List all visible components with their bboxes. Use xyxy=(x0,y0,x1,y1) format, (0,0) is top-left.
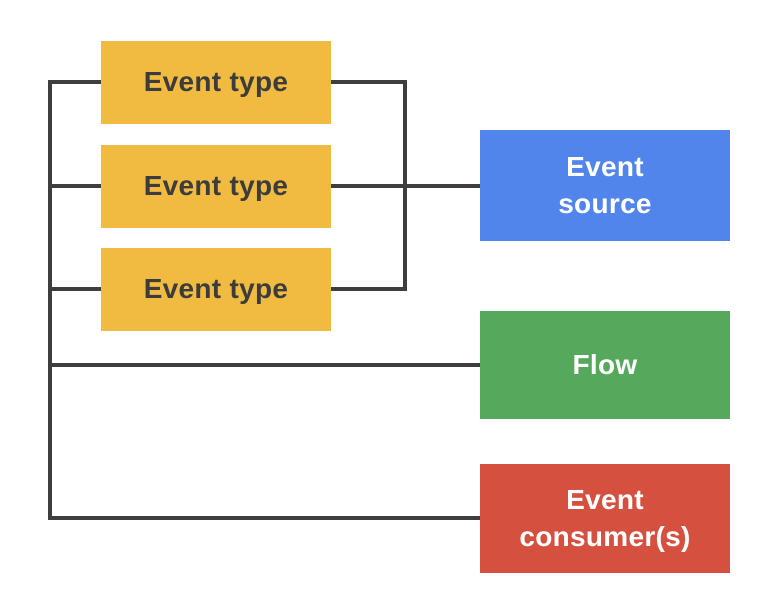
node-event-consumers: Event consumer(s) xyxy=(480,464,730,573)
connector-event-type-1-right xyxy=(331,80,407,84)
connector-event-type-2-left xyxy=(48,184,101,188)
node-event-type-3-label: Event type xyxy=(143,273,289,305)
node-event-type-3: Event type xyxy=(101,248,331,331)
node-event-source: Event source xyxy=(480,130,730,241)
node-event-consumers-label: Event consumer(s) xyxy=(519,484,691,552)
connector-to-event-consumers xyxy=(48,516,480,520)
connector-to-flow xyxy=(48,363,480,367)
connector-event-type-2-to-event-source xyxy=(331,184,480,188)
node-flow: Flow xyxy=(480,311,730,419)
node-flow-label: Flow xyxy=(572,348,638,380)
left-bus-line xyxy=(48,80,52,520)
node-event-type-1-label: Event type xyxy=(143,66,289,98)
node-event-source-label: Event source xyxy=(558,151,652,219)
node-event-type-1: Event type xyxy=(101,41,331,124)
node-event-type-2: Event type xyxy=(101,145,331,228)
connector-event-type-3-right xyxy=(331,287,407,291)
connector-event-type-1-left xyxy=(48,80,101,84)
connector-event-type-3-left xyxy=(48,287,101,291)
node-event-type-2-label: Event type xyxy=(143,170,289,202)
